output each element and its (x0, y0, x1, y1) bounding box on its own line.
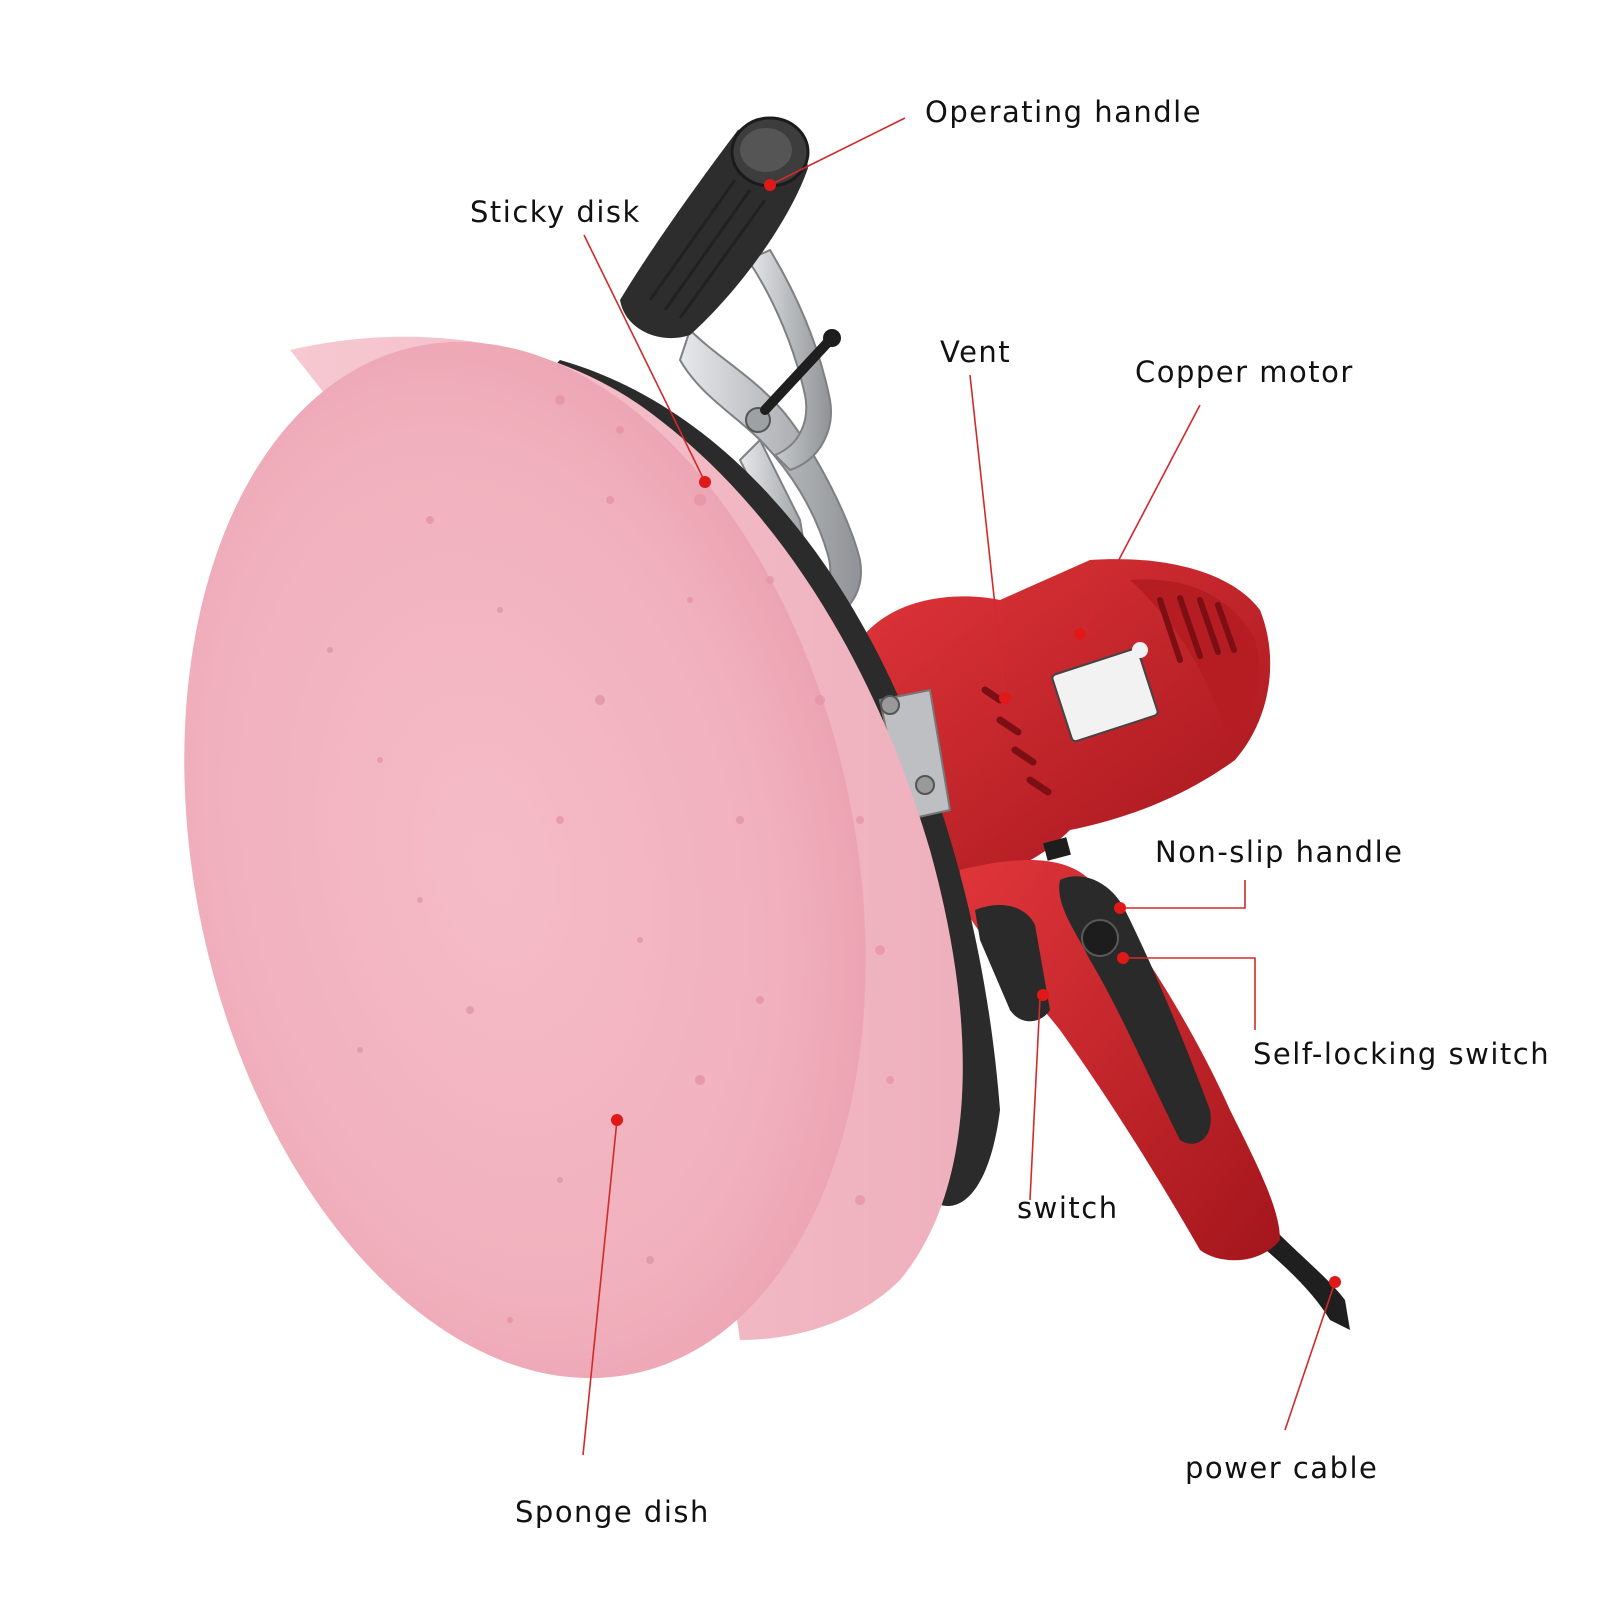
leader-non-slip-handle (1120, 880, 1246, 909)
leader-copper-motor (1079, 404, 1201, 635)
leader-operating-handle (769, 117, 906, 186)
leaders (582, 117, 1341, 1456)
label-operating-handle: Operating handle (925, 95, 1202, 129)
label-non-slip-handle: Non-slip handle (1155, 835, 1403, 869)
sponge-dish-shape (184, 341, 894, 1379)
leader-power-cable (1284, 1281, 1336, 1431)
leader-sticky-disk (583, 234, 706, 483)
dot-sponge-dish (611, 1114, 623, 1126)
self-locking-button (1081, 919, 1119, 957)
label-sponge-dish: Sponge dish (515, 1495, 710, 1529)
motor-vent-slots (1157, 595, 1237, 663)
label-copper-motor: Copper motor (1135, 355, 1354, 389)
label-self-locking-switch: Self-locking switch (1253, 1037, 1550, 1071)
operating-handle-grip (620, 116, 810, 339)
dot-copper-motor (1074, 628, 1086, 640)
labels: Operating handle Sticky disk Vent Copper… (470, 95, 1550, 1529)
side-vents (981, 686, 1052, 796)
dot-non-slip-handle (1114, 902, 1126, 914)
dot-vent (999, 692, 1011, 704)
leader-vent (969, 374, 1006, 699)
dot-sticky-disk (699, 476, 711, 488)
non-slip-handle-shape (960, 837, 1280, 1261)
leader-sponge-dish (582, 1119, 618, 1456)
label-sticky-disk: Sticky disk (470, 195, 641, 229)
nameplate (1051, 647, 1159, 743)
dot-operating-handle (764, 179, 776, 191)
label-vent: Vent (940, 335, 1011, 369)
dot-switch (1037, 989, 1049, 1001)
leader-self-locking-switch (1123, 957, 1256, 1030)
leader-switch (1029, 997, 1041, 1201)
copper-motor-housing (855, 559, 1271, 880)
dot-power-cable (1329, 1276, 1341, 1288)
label-power-cable: power cable (1185, 1451, 1378, 1485)
label-switch: switch (1017, 1191, 1119, 1225)
dot-self-locking-switch (1117, 952, 1129, 964)
